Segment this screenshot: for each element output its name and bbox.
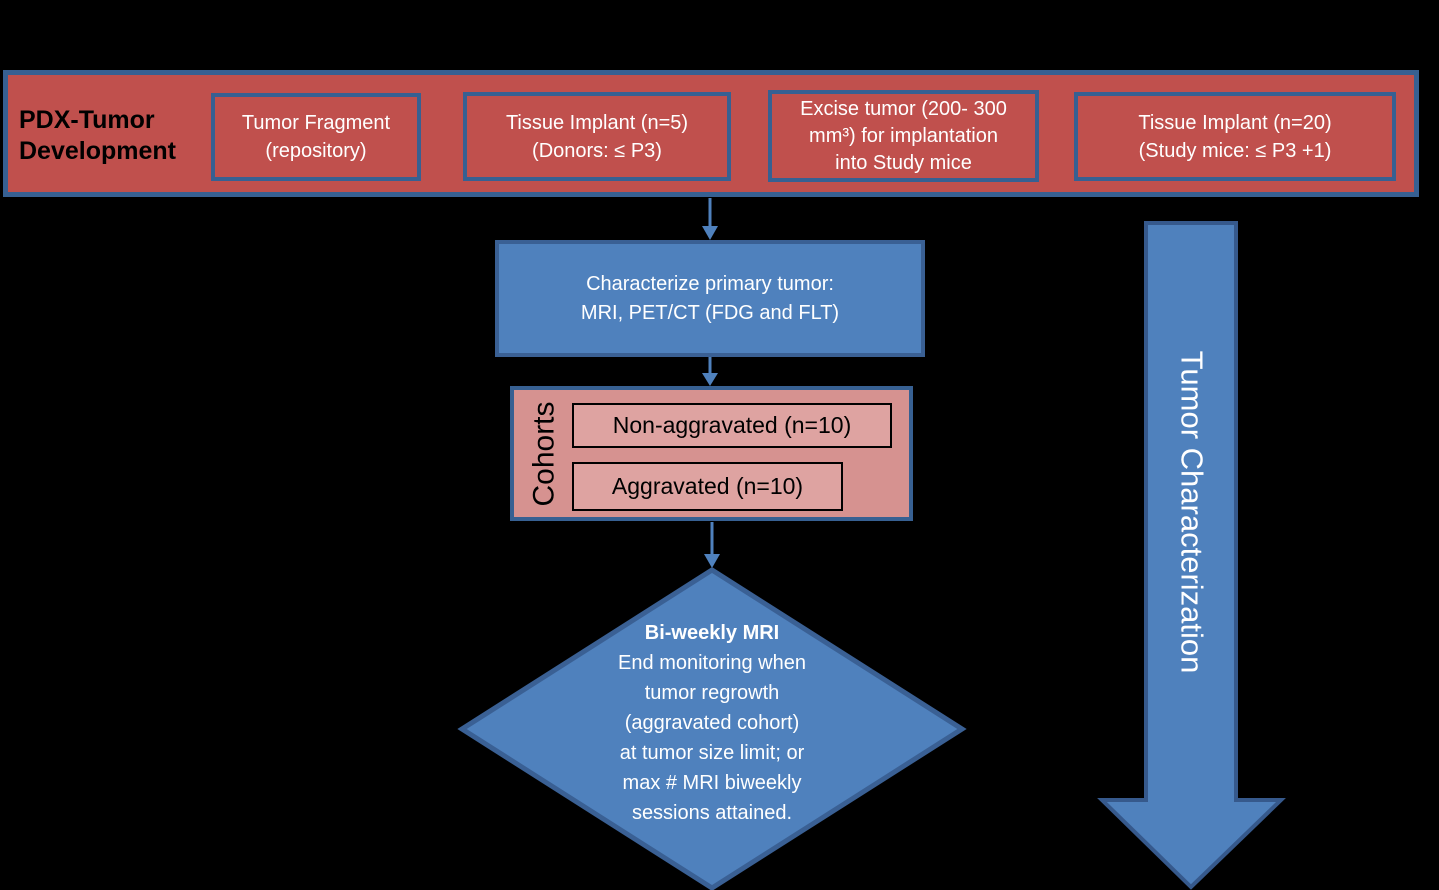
box-text-line: Tissue Implant (n=5) (505, 111, 689, 134)
banner-title: PDX-Tumor Development (19, 105, 229, 167)
diamond-text-line: (aggravated cohort) (624, 712, 800, 734)
box-text-line: Characterize primary tumor: (586, 272, 834, 295)
box-text-line: Tumor Fragment (241, 112, 391, 134)
diamond-text-line: at tumor size limit; or (619, 742, 805, 764)
tumor-characterization-label: Tumor Characterization (1174, 350, 1209, 673)
decision-diamond-shape (457, 567, 967, 890)
cohorts-label: Cohorts (528, 400, 562, 507)
diamond-title: Bi-weekly MRI (644, 622, 780, 644)
box-text-line: Tissue Implant (n=20) (1138, 111, 1332, 134)
diamond-text-line: End monitoring when (618, 652, 806, 674)
tissue-implant-n5-box: Tissue Implant (n=5) (Donors: ≤ P3) (463, 92, 731, 181)
tumor-fragment-box: Tumor Fragment (repository) (211, 93, 421, 181)
diamond-text-line: max # MRI biweekly (622, 772, 802, 794)
diamond-text-line: tumor regrowth (644, 682, 780, 704)
cohort-aggravated: Aggravated (n=10) (572, 462, 843, 511)
decision-diamond-text: Bi-weekly MRI End monitoring when tumor … (542, 618, 882, 828)
box-text-line: (repository) (265, 140, 367, 162)
banner-title-line: PDX-Tumor (19, 106, 155, 134)
box-text-line: into Study mice (835, 151, 972, 174)
tissue-implant-n20-box: Tissue Implant (n=20) (Study mice: ≤ P3 … (1074, 92, 1396, 181)
box-text-line: (Study mice: ≤ P3 +1) (1138, 139, 1332, 162)
box-text-line: mm³) for implantation (809, 124, 998, 147)
box-text-line: (Donors: ≤ P3) (532, 139, 662, 162)
excise-tumor-box: Excise tumor (200- 300 mm³) for implanta… (768, 90, 1039, 182)
characterize-primary-tumor-box: Characterize primary tumor: MRI, PET/CT … (495, 240, 925, 357)
arrow-down-icon (702, 357, 718, 386)
tumor-characterization-arrow-shape (1097, 221, 1286, 890)
box-text-line: Excise tumor (200- 300 (800, 97, 1007, 120)
cohort-non-aggravated: Non-aggravated (n=10) (572, 403, 892, 448)
cohorts-box: Cohorts Non-aggravated (n=10) Aggravated… (510, 386, 913, 521)
diamond-text-line: sessions attained. (631, 802, 793, 824)
banner-title-line: Development (19, 137, 176, 165)
box-text-line: MRI, PET/CT (FDG and FLT) (580, 301, 840, 324)
arrow-down-icon (702, 198, 718, 240)
arrow-down-icon (704, 522, 720, 568)
